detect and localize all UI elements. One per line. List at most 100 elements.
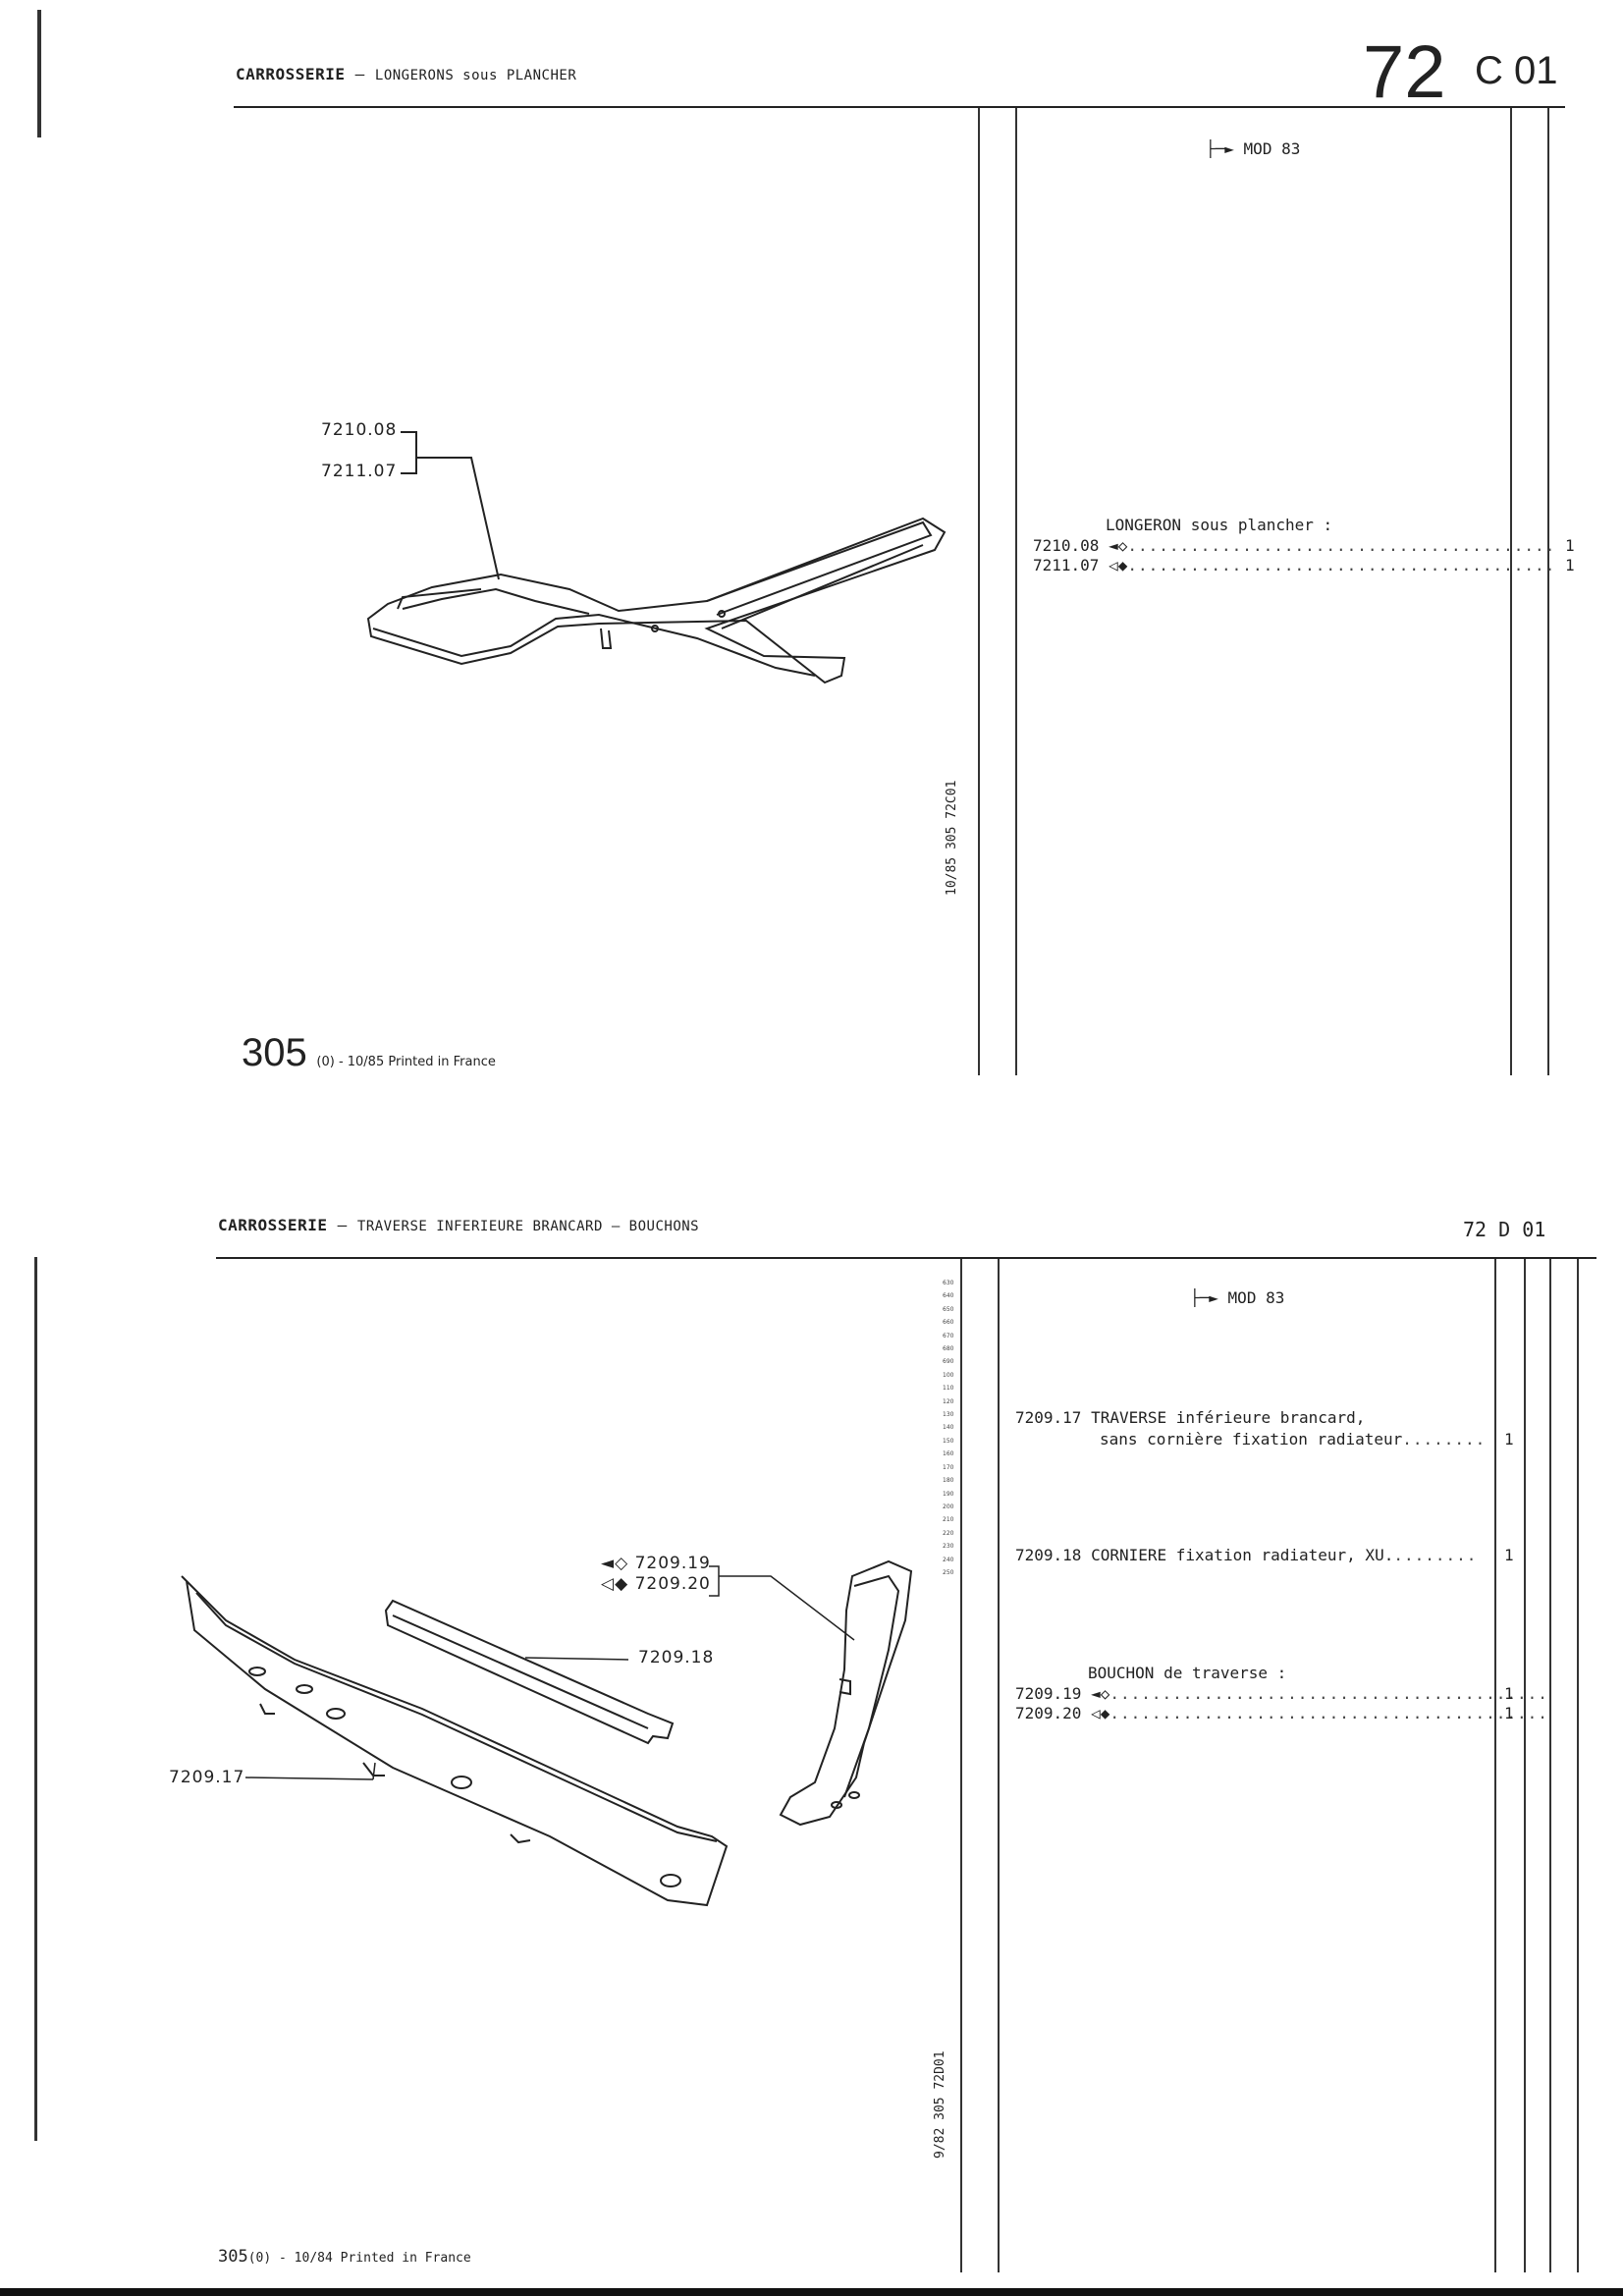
ruler-tick: 640 <box>943 1292 954 1300</box>
bottom-item: 7209.18 CORNIERE fixation radiateur, XU.… <box>1015 1546 1514 1564</box>
bottom-bouchon-qty: 1 <box>1504 1684 1514 1703</box>
top-footer: 305 (0) - 10/85 Printed in France <box>242 1031 496 1075</box>
bottom-header-dash: – <box>337 1216 348 1234</box>
right-symmetry-icon: ◁◆ <box>1091 1704 1110 1722</box>
top-section-code: C 01 <box>1475 49 1558 92</box>
top-header-dash: – <box>354 65 365 83</box>
ruler-tick: 140 <box>943 1424 954 1432</box>
bottom-item-line1: TRAVERSE inférieure brancard, <box>1091 1408 1366 1427</box>
bottom-ref-7209-20: 7209.20 <box>634 1574 711 1594</box>
ruler-tick: 650 <box>943 1305 954 1313</box>
bottom-header-rule <box>216 1257 1596 1259</box>
ruler-tick: 210 <box>943 1516 954 1524</box>
top-section-number: 72 <box>1363 30 1446 114</box>
ruler-tick: 200 <box>943 1503 954 1510</box>
bottom-bouchon-row: 7209.20 ◁◆..............................… <box>1015 1704 1548 1722</box>
scan-edge <box>0 2288 1623 2296</box>
top-mod-label: ├─► MOD 83 <box>1206 139 1300 158</box>
ruler-tick: 110 <box>943 1385 954 1393</box>
top-diagram-ref-2: 7211.07 <box>321 462 398 481</box>
bottom-ruler: 630 640 650 660 670 680 690 100 110 120 … <box>943 1277 953 1579</box>
bottom-mod-label: ├─► MOD 83 <box>1190 1288 1284 1307</box>
left-symmetry-icon: ◄◇ <box>1091 1684 1110 1703</box>
binding-mark <box>34 1257 37 2141</box>
bottom-bouchon-ref: 7209.19 <box>1015 1684 1082 1703</box>
top-column-divider <box>978 108 980 1075</box>
bottom-header-subtitle: TRAVERSE INFERIEURE BRANCARD – BOUCHONS <box>356 1219 700 1234</box>
left-symmetry-icon: ◄◇ <box>1109 536 1128 555</box>
bottom-column-divider <box>1549 1259 1551 2272</box>
ruler-tick: 230 <box>943 1543 954 1551</box>
bottom-item-line1: CORNIERE fixation radiateur, XU. <box>1091 1546 1394 1564</box>
ruler-tick: 170 <box>943 1463 954 1471</box>
top-row-ref: 7211.07 <box>1033 556 1100 574</box>
bottom-side-code: 9/82 305 72D01 <box>933 2050 947 2159</box>
bottom-diagram-ref-1: ◄◇ 7209.19 <box>601 1554 711 1573</box>
bottom-item-qty: 1 <box>1504 1546 1514 1564</box>
bottom-section-code: 72 D 01 <box>1463 1218 1546 1241</box>
arrow-icon: ├─► <box>1190 1288 1218 1307</box>
top-header-subtitle: LONGERONS sous PLANCHER <box>374 68 577 83</box>
ruler-tick: 670 <box>943 1332 954 1339</box>
bottom-header-prefix: CARROSSERIE <box>218 1216 328 1234</box>
bottom-item-line2: sans cornière fixation radiateur <box>1100 1430 1403 1449</box>
arrow-icon: ├─► <box>1206 139 1234 158</box>
ruler-tick: 100 <box>943 1371 954 1379</box>
bottom-diagram-ref-2: ◁◆ 7209.20 <box>601 1574 711 1594</box>
top-row-qty: 1 <box>1564 556 1575 574</box>
bottom-footer: 305(0) - 10/84 Printed in France <box>218 2247 471 2267</box>
bottom-bouchon-qty: 1 <box>1504 1704 1514 1722</box>
top-column-divider <box>1510 108 1512 1075</box>
bottom-column-divider <box>1494 1259 1496 2272</box>
top-mod-text: MOD 83 <box>1243 139 1301 158</box>
ruler-tick: 630 <box>943 1280 954 1286</box>
left-symmetry-icon: ◄◇ <box>601 1554 629 1573</box>
bottom-header-title: CARROSSERIE – TRAVERSE INFERIEURE BRANCA… <box>218 1216 699 1234</box>
top-footer-model: 305 <box>242 1031 307 1074</box>
top-row-ref: 7210.08 <box>1033 536 1100 555</box>
ruler-tick: 150 <box>943 1437 954 1445</box>
ruler-tick: 120 <box>943 1397 954 1405</box>
top-footer-suffix: (0) - 10/85 Printed in France <box>316 1055 496 1069</box>
bottom-mod-text: MOD 83 <box>1227 1288 1285 1307</box>
bottom-bouchon-heading: BOUCHON de traverse : <box>1088 1664 1287 1682</box>
top-header-rule <box>234 106 1565 108</box>
right-symmetry-icon: ◁◆ <box>1109 556 1128 574</box>
binding-mark <box>37 10 41 137</box>
bottom-item: 7209.17 TRAVERSE inférieure brancard, <box>1015 1408 1365 1427</box>
ruler-tick: 220 <box>943 1529 954 1537</box>
top-header-title: CARROSSERIE – LONGERONS sous PLANCHER <box>236 65 576 83</box>
ruler-tick: 690 <box>943 1358 954 1366</box>
bottom-column-divider <box>1524 1259 1526 2272</box>
ruler-tick: 180 <box>943 1477 954 1485</box>
bottom-ref-7209-19: 7209.19 <box>634 1554 711 1573</box>
bottom-item-qty: 1 <box>1504 1430 1514 1449</box>
top-column-divider <box>1547 108 1549 1075</box>
top-column-divider <box>1015 108 1017 1075</box>
ruler-tick: 130 <box>943 1411 954 1419</box>
ruler-tick: 160 <box>943 1450 954 1458</box>
bottom-column-divider <box>1577 1259 1579 2272</box>
bottom-item-ref: 7209.18 <box>1015 1546 1082 1564</box>
top-parts-row: 7211.07 ◁◆..............................… <box>1033 556 1575 574</box>
bottom-column-divider <box>998 1259 1000 2272</box>
bottom-item-ref: 7209.17 <box>1015 1408 1082 1427</box>
bottom-footer-suffix: (0) - 10/84 Printed in France <box>247 2251 471 2266</box>
ruler-tick: 240 <box>943 1556 954 1563</box>
top-header-prefix: CARROSSERIE <box>236 65 346 83</box>
top-parts-heading: LONGERON sous plancher : <box>1106 516 1333 534</box>
right-symmetry-icon: ◁◆ <box>601 1574 629 1594</box>
bottom-diagram-ref-4: 7209.17 <box>169 1768 245 1787</box>
bottom-column-divider <box>960 1259 962 2272</box>
bottom-bouchon-row: 7209.19 ◄◇..............................… <box>1015 1684 1548 1703</box>
ruler-tick: 190 <box>943 1490 954 1498</box>
top-parts-row: 7210.08 ◄◇..............................… <box>1033 536 1575 555</box>
bottom-item-cont: sans cornière fixation radiateur........… <box>1100 1430 1514 1449</box>
ruler-tick: 250 <box>943 1568 954 1576</box>
top-row-qty: 1 <box>1564 536 1575 555</box>
ruler-tick: 680 <box>943 1345 954 1353</box>
bottom-bouchon-ref: 7209.20 <box>1015 1704 1082 1722</box>
bottom-diagram-ref-3: 7209.18 <box>638 1648 715 1667</box>
